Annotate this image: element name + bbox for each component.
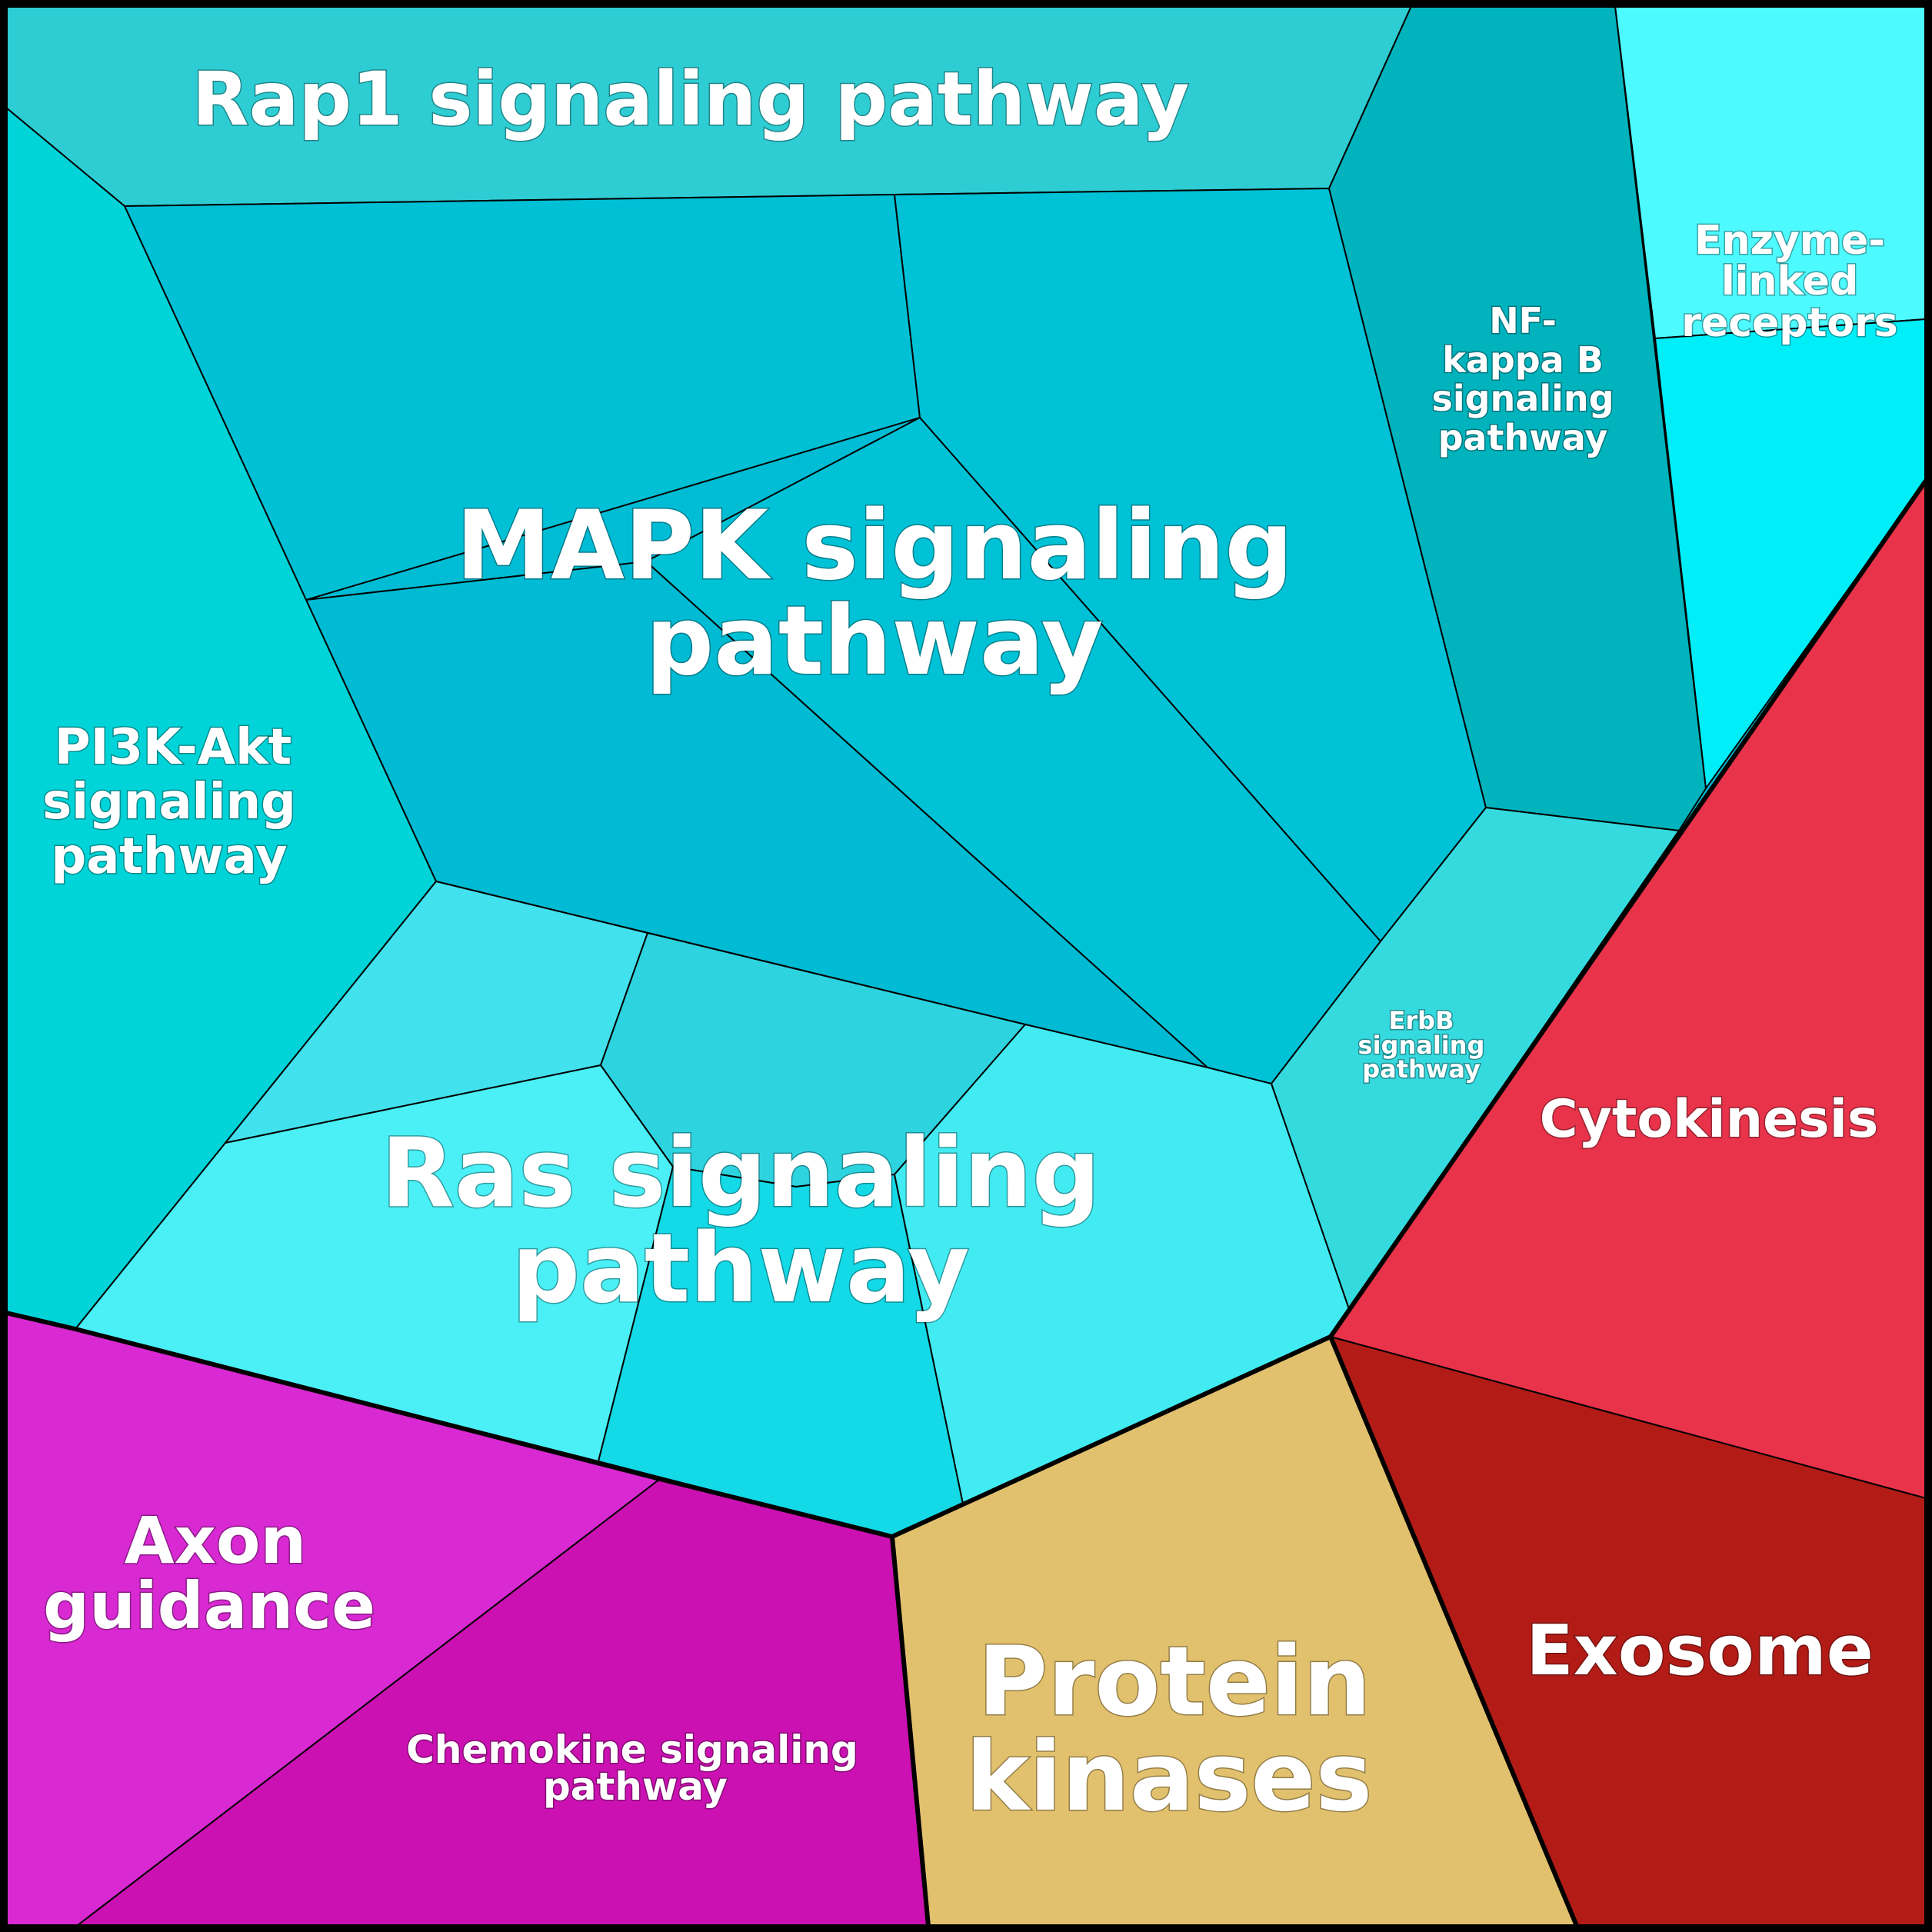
label-ras-line2: pathway	[511, 1214, 969, 1324]
label-chemokine-line1: Chemokine signaling	[406, 1727, 858, 1772]
label-mapk-line1: MAPK signaling	[456, 491, 1294, 601]
label-mapk-line2: pathway	[645, 586, 1103, 697]
label-axon-line2: guidance	[43, 1568, 375, 1644]
label-protein-line2: kinases	[966, 1722, 1373, 1833]
label-erbb-line2: signaling	[1358, 1031, 1485, 1060]
label-nfkb-line3: signaling	[1431, 378, 1614, 419]
label-erbb-line3: pathway	[1362, 1054, 1481, 1084]
label-nfkb-line2: kappa B	[1442, 339, 1604, 381]
label-enzyme-line2: linked	[1721, 258, 1858, 305]
label-nfkb-line1: NF-	[1489, 300, 1557, 341]
label-pi3k-line3: pathway	[51, 828, 287, 885]
group-boundary-protein-left	[890, 1536, 931, 1927]
label-ras-line1: Ras signaling	[381, 1118, 1100, 1229]
group-boundary-signaling	[5, 479, 1928, 1540]
label-axon-line1: Axon	[125, 1503, 307, 1578]
label-pi3k-line2: signaling	[42, 774, 296, 831]
label-enzyme-line3: receptors	[1681, 300, 1897, 346]
label-enzyme-line1: Enzyme-	[1694, 218, 1885, 264]
label-rap1: Rap1 signaling pathway	[192, 56, 1190, 142]
group-boundary-protein-right	[1328, 1335, 1579, 1927]
label-protein-line1: Protein	[978, 1627, 1371, 1737]
label-erbb-line1: ErbB	[1389, 1006, 1454, 1035]
label-cytokinesis: Cytokinesis	[1540, 1089, 1879, 1150]
label-pi3k-line1: PI3K-Akt	[55, 719, 292, 776]
label-chemokine-line2: pathway	[543, 1764, 728, 1809]
label-exosome: Exosome	[1526, 1611, 1874, 1691]
label-nfkb-line4: pathway	[1438, 417, 1608, 458]
